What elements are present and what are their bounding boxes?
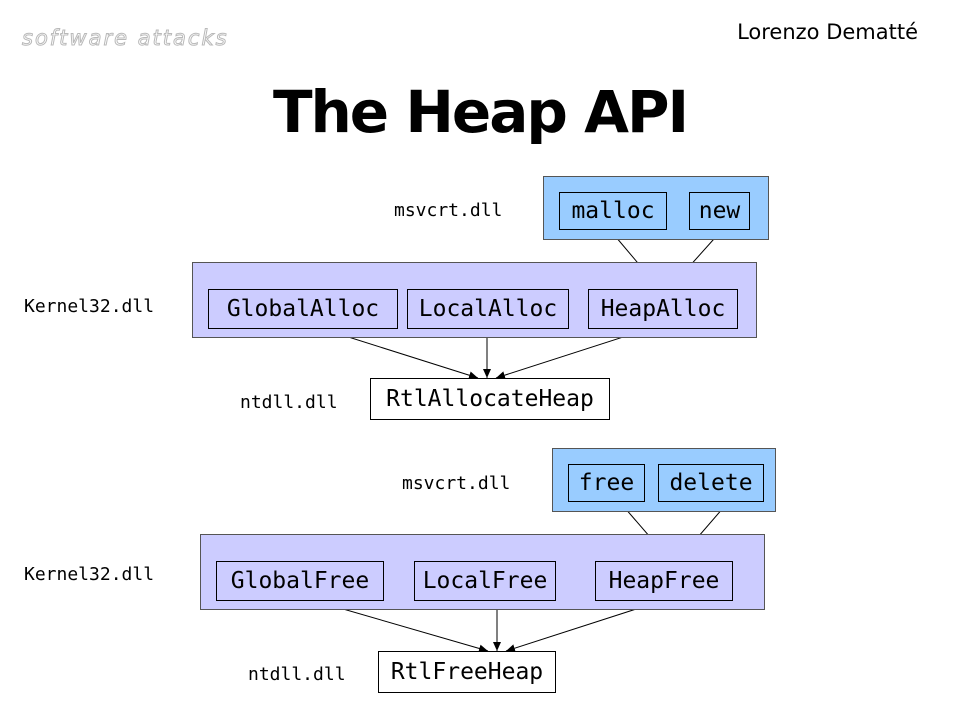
heapfree-box: HeapFree [595, 561, 733, 601]
heapalloc-box: HeapAlloc [588, 289, 738, 329]
free-ntdll-label: ntdll.dll [248, 664, 346, 685]
alloc-kernel32-group: GlobalAlloc LocalAlloc HeapAlloc [192, 262, 757, 338]
free-box: free [568, 464, 645, 502]
brand-logo-text: software attacks [22, 26, 229, 51]
globalfree-box: GlobalFree [216, 561, 384, 601]
rtlfreeheap-box: RtlFreeHeap [378, 651, 556, 693]
rtlallocateheap-box: RtlAllocateHeap [370, 378, 610, 420]
alloc-msvcrt-label: msvcrt.dll [394, 200, 503, 221]
free-kernel32-label: Kernel32.dll [24, 564, 155, 585]
alloc-kernel32-label: Kernel32.dll [24, 296, 155, 317]
free-kernel32-group: GlobalFree LocalFree HeapFree [200, 534, 765, 610]
new-box: new [689, 192, 750, 230]
localalloc-box: LocalAlloc [407, 289, 569, 329]
globalalloc-box: GlobalAlloc [208, 289, 398, 329]
alloc-msvcrt-group: malloc new [543, 176, 769, 240]
free-msvcrt-label: msvcrt.dll [402, 473, 511, 494]
malloc-box: malloc [559, 192, 667, 230]
free-msvcrt-group: free delete [552, 448, 776, 512]
localfree-box: LocalFree [414, 561, 556, 601]
alloc-ntdll-label: ntdll.dll [240, 392, 338, 413]
page-title: The Heap API [272, 78, 689, 146]
delete-box: delete [658, 464, 764, 502]
author-name: Lorenzo Dematté [737, 20, 918, 44]
